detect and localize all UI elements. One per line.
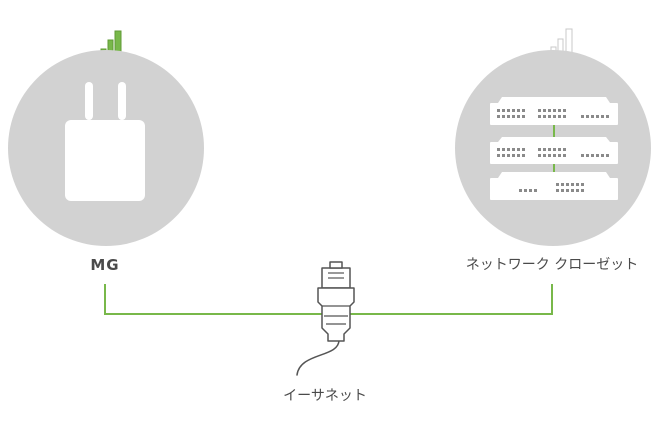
ethernet-cable [296,339,340,376]
switch-unit-3 [490,172,618,200]
network-closet-label: ネットワーク クローゼット [465,257,639,273]
mg-body [65,120,145,201]
ethernet-label: イーサネット [283,388,367,404]
switch-link-1 [553,125,555,138]
mg-label: MG [90,256,120,274]
switch-unit-2 [490,137,618,164]
mg-antenna-left [85,82,93,120]
network-switch-icon [490,97,618,200]
ethernet-connector-icon [296,261,355,376]
switch-link-2 [553,164,555,176]
cellular-gateway-icon [65,82,145,201]
switch-unit-1 [490,97,618,125]
mg-antenna-right [118,82,126,120]
